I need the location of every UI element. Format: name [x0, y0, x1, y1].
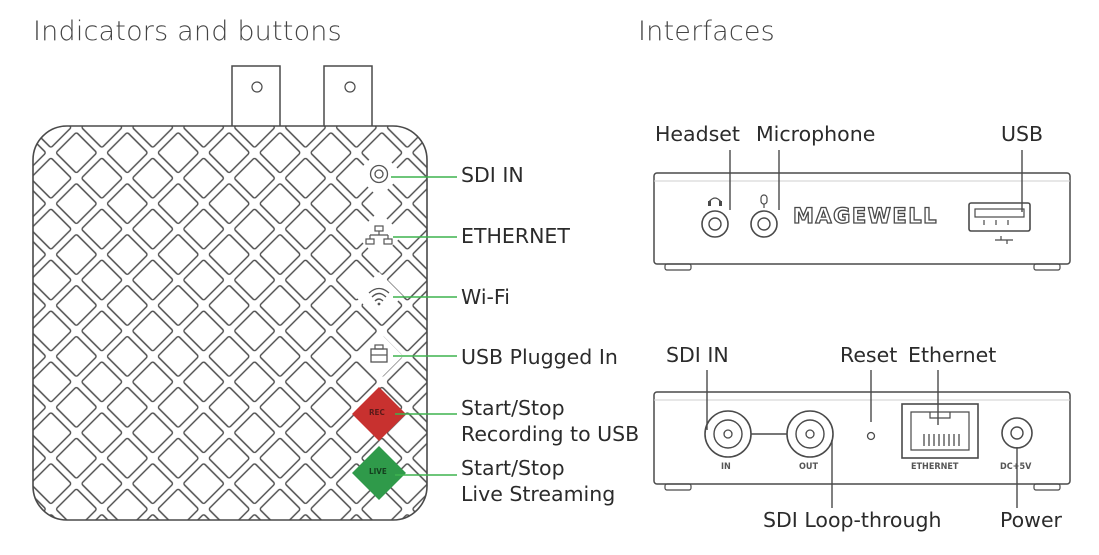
label-power: Power [1000, 508, 1062, 532]
label-back-ethernet: Ethernet [908, 343, 997, 367]
sdi-indicator-icon [355, 150, 403, 198]
rec-button[interactable] [352, 387, 406, 441]
back-panel [653, 391, 1071, 491]
back-leader-lines [706, 370, 1018, 508]
left-leader-lines [391, 176, 457, 476]
label-wifi: Wi-Fi [461, 285, 510, 309]
device-body [32, 125, 428, 521]
label-rec-line1: Start/Stop [461, 396, 565, 420]
brand-logo: MAGEWELL [792, 203, 939, 228]
label-sdi-in: SDI IN [461, 163, 524, 187]
label-live-line1: Start/Stop [461, 456, 565, 480]
headset-port-icon [701, 197, 729, 238]
microphone-port-icon [750, 194, 778, 238]
label-sdi-loop-through: SDI Loop-through [763, 508, 942, 532]
label-reset: Reset [840, 343, 898, 367]
label-microphone: Microphone [756, 122, 876, 146]
label-rec-line2: Recording to USB [461, 422, 640, 446]
label-usb-plugged-in: USB Plugged In [461, 345, 618, 369]
label-headset: Headset [655, 122, 740, 146]
wifi-indicator-icon [355, 272, 403, 320]
port-label-ethernet: ETHERNET [911, 462, 959, 472]
sdi-out-port-icon [786, 410, 834, 458]
reset-pinhole-icon [866, 431, 876, 441]
port-label-out: OUT [799, 462, 818, 472]
top-connectors [231, 65, 373, 129]
label-usb: USB [1001, 122, 1044, 146]
live-button[interactable] [352, 446, 406, 500]
usb-indicator-icon [355, 332, 403, 380]
live-button-label: LIVE [369, 467, 387, 476]
label-ethernet: ETHERNET [461, 224, 570, 248]
front-panel [653, 172, 1071, 271]
interfaces-title: Interfaces [638, 16, 775, 47]
label-live-line2: Live Streaming [461, 482, 616, 506]
ethernet-indicator-icon [355, 211, 403, 259]
indicators-title: Indicators and buttons [33, 16, 342, 47]
label-back-sdi-in: SDI IN [666, 343, 729, 367]
port-label-dc: DC+5V [1000, 462, 1032, 472]
rec-button-label: REC [369, 408, 385, 417]
port-label-in: IN [721, 462, 731, 472]
usb-port-icon [968, 202, 1031, 244]
front-leader-lines [729, 150, 1023, 212]
ethernet-port-icon [901, 403, 979, 459]
